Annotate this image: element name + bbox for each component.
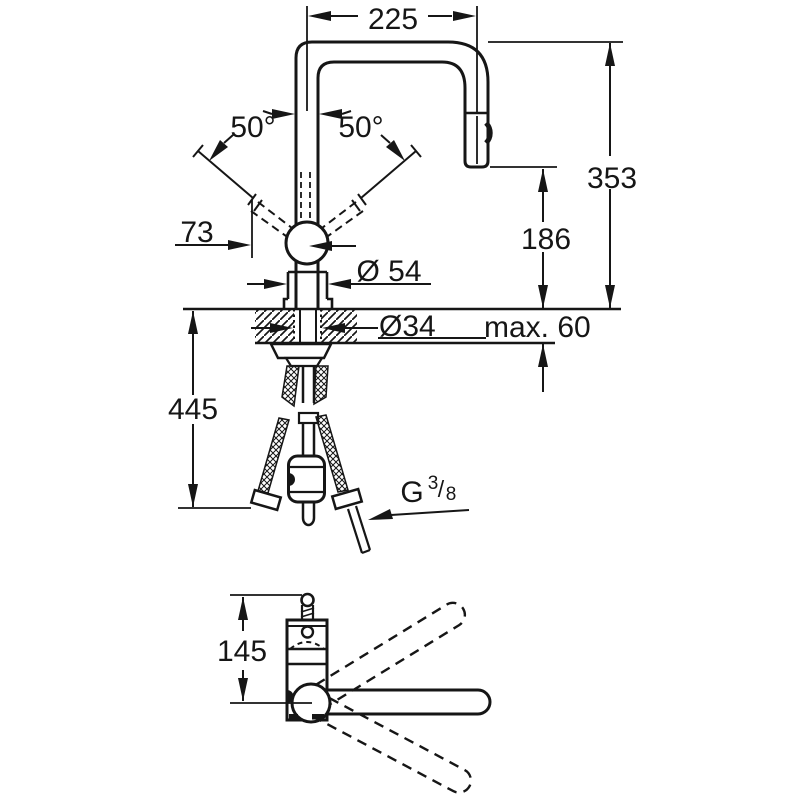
lever-left-rotated-solid	[192, 144, 254, 199]
body-section-lines	[288, 647, 326, 666]
arrow-353-bottom	[605, 285, 615, 308]
arrow-73-left	[228, 240, 251, 250]
arrow-54-left	[264, 279, 287, 289]
under-counter-assembly	[249, 309, 372, 555]
body-bottom-mark-right	[312, 714, 324, 720]
dim-label-73: 73	[180, 216, 213, 249]
lever-right-dashed	[321, 201, 364, 237]
dim-label-50-left: 50°	[230, 111, 275, 144]
body-left-notch	[287, 690, 294, 703]
mounting-nut	[268, 342, 334, 360]
ball-joint	[284, 220, 330, 266]
base-escutcheon	[282, 270, 334, 308]
hose-left-lower	[257, 417, 290, 494]
dim-label-353: 353	[587, 162, 637, 195]
body-dome-hidden	[289, 641, 325, 650]
dim-label-186: 186	[521, 223, 571, 256]
arrow-186-bottom	[538, 285, 548, 308]
arrow-lever-top-left	[272, 109, 295, 119]
spout-swivel-up	[294, 601, 467, 717]
dim-label-50-right: 50°	[338, 111, 383, 144]
dimension-lines	[175, 15, 611, 516]
pullout-hose-upper	[301, 366, 316, 403]
top-view-dimension	[230, 594, 312, 704]
faucet-body	[282, 40, 493, 308]
arrow-225-left	[308, 11, 331, 21]
hose-left-upper	[281, 365, 300, 408]
extension-lines	[178, 6, 623, 509]
lever-left-dashed	[250, 201, 293, 237]
hose-right-lower	[315, 414, 349, 493]
arrow-g38	[368, 509, 393, 520]
arrow-lever-top-right	[319, 109, 342, 119]
dim-label-g38: G 3 / 8	[400, 473, 456, 509]
arrow-50-right	[386, 140, 405, 161]
dim-label-445: 445	[168, 393, 218, 426]
lever-swivel-range	[192, 144, 422, 237]
lever-right-break-ticks	[351, 193, 367, 212]
dimline-73	[175, 244, 356, 247]
arrowheads	[188, 11, 615, 701]
g38-slash: /	[438, 476, 445, 502]
lever-left-break-ticks	[247, 193, 263, 212]
lever-hidden-lines	[300, 172, 311, 222]
arrow-73-ball	[309, 241, 332, 251]
hose-collar	[297, 411, 320, 425]
lever-right-rotated-solid	[360, 144, 422, 199]
arrow-54-right	[328, 279, 351, 289]
hose-right-pipe-end	[346, 505, 372, 555]
arc-tails-top	[262, 110, 352, 115]
arrow-186-top	[538, 169, 548, 192]
hose-right-fitting	[330, 487, 364, 511]
pullout-pin-ring	[300, 592, 315, 608]
dimline-34	[251, 327, 486, 339]
threaded-shank	[293, 309, 322, 344]
g38-numerator: 3	[428, 473, 439, 494]
arrow-445-bottom	[188, 484, 198, 507]
u-spout-outline	[294, 40, 490, 308]
mounting-washer	[284, 356, 324, 368]
shank-inner-pipes	[299, 309, 317, 344]
arrow-353-top	[605, 43, 615, 66]
hose-left-fitting	[249, 488, 283, 512]
arc-tails-50	[223, 134, 391, 144]
body-bottom-mark-left	[289, 714, 298, 720]
dim-label-max60: max. 60	[484, 311, 591, 344]
dim-label-225: 225	[368, 3, 418, 36]
arrow-max60	[538, 344, 548, 367]
spout-swivel-down	[295, 687, 473, 794]
dim-label-54: Ø 54	[356, 255, 421, 288]
g38-denominator: 8	[446, 484, 457, 505]
spray-button	[484, 121, 493, 145]
arrow-50-left	[209, 140, 228, 161]
g38-letter: G	[400, 476, 423, 509]
top-view	[285, 592, 492, 794]
arrow-34-left	[270, 323, 293, 333]
pin-thread-ticks	[300, 607, 315, 618]
hose-weight-lines	[289, 465, 324, 494]
arrow-445-top	[188, 311, 198, 334]
body-hole	[300, 625, 315, 639]
pullout-hose-end	[301, 502, 316, 527]
arrow-225-right	[453, 11, 476, 21]
pullout-hose-mid	[301, 423, 316, 457]
dim-label-34: Ø34	[379, 310, 436, 343]
leader-g38	[390, 509, 470, 516]
weight-notch	[288, 473, 295, 486]
arrow-34-right	[322, 323, 345, 333]
pullout-pin-stem	[300, 605, 315, 620]
dim-label-145: 145	[217, 635, 267, 668]
hose-right-upper	[313, 365, 329, 406]
